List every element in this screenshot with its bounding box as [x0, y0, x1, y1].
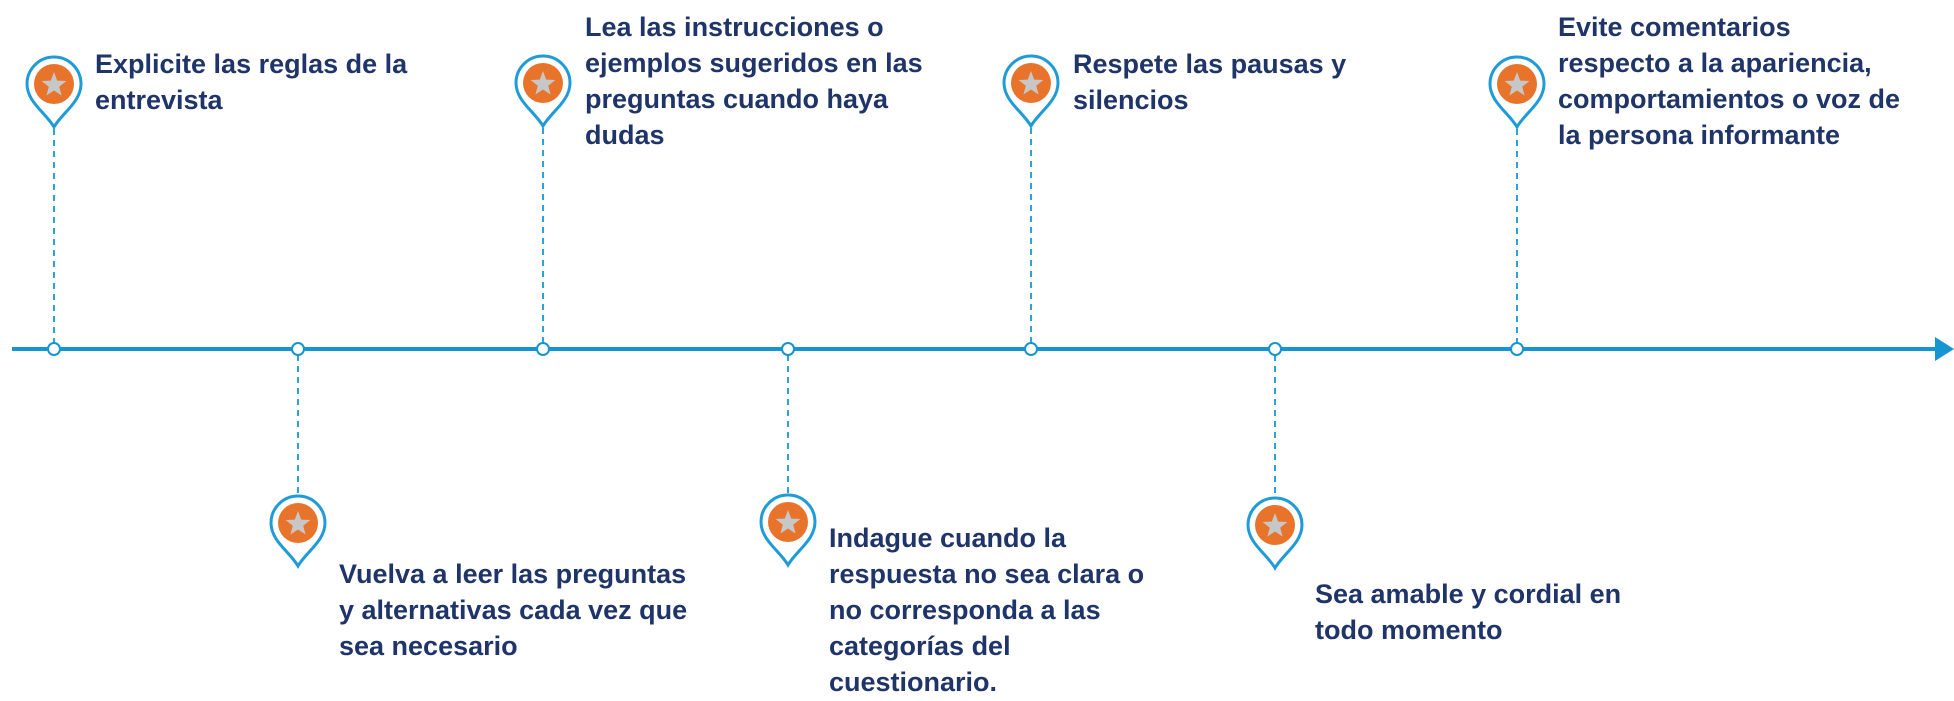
star-pin-icon [759, 493, 817, 569]
step-text: Evite comentarios respecto a la aparienc… [1558, 12, 1901, 150]
timeline-node [291, 342, 305, 356]
star-pin-icon [1002, 54, 1060, 130]
timeline-node [781, 342, 795, 356]
step-text: Explicite las reglas de la entrevista [95, 49, 408, 115]
timeline-step [1002, 54, 1060, 356]
step-text: Indague cuando la respuesta no sea clara… [829, 523, 1145, 697]
timeline-step [759, 342, 817, 569]
star-pin-icon [1488, 55, 1546, 131]
timeline-step [1488, 55, 1546, 356]
timeline-node [1268, 342, 1282, 356]
step-text: Lea las instrucciones o ejemplos sugerid… [585, 12, 923, 150]
step-text: Respete las pausas y silencios [1073, 49, 1347, 115]
timeline-step [1246, 342, 1304, 572]
timeline-node [1510, 342, 1524, 356]
step-text: Sea amable y cordial en todo momento [1315, 579, 1622, 645]
timeline-arrowhead [1935, 337, 1954, 361]
star-pin-icon [514, 54, 572, 130]
step-text: Vuelva a leer las preguntas y alternativ… [339, 559, 688, 661]
timeline-node [1024, 342, 1038, 356]
timeline-node [536, 342, 550, 356]
star-pin-icon [269, 494, 327, 570]
star-pin-icon [25, 55, 83, 131]
timeline-step [514, 54, 572, 356]
timeline-step [269, 342, 327, 570]
star-pin-icon [1246, 496, 1304, 572]
timeline-step [25, 55, 83, 356]
timeline-node [47, 342, 61, 356]
